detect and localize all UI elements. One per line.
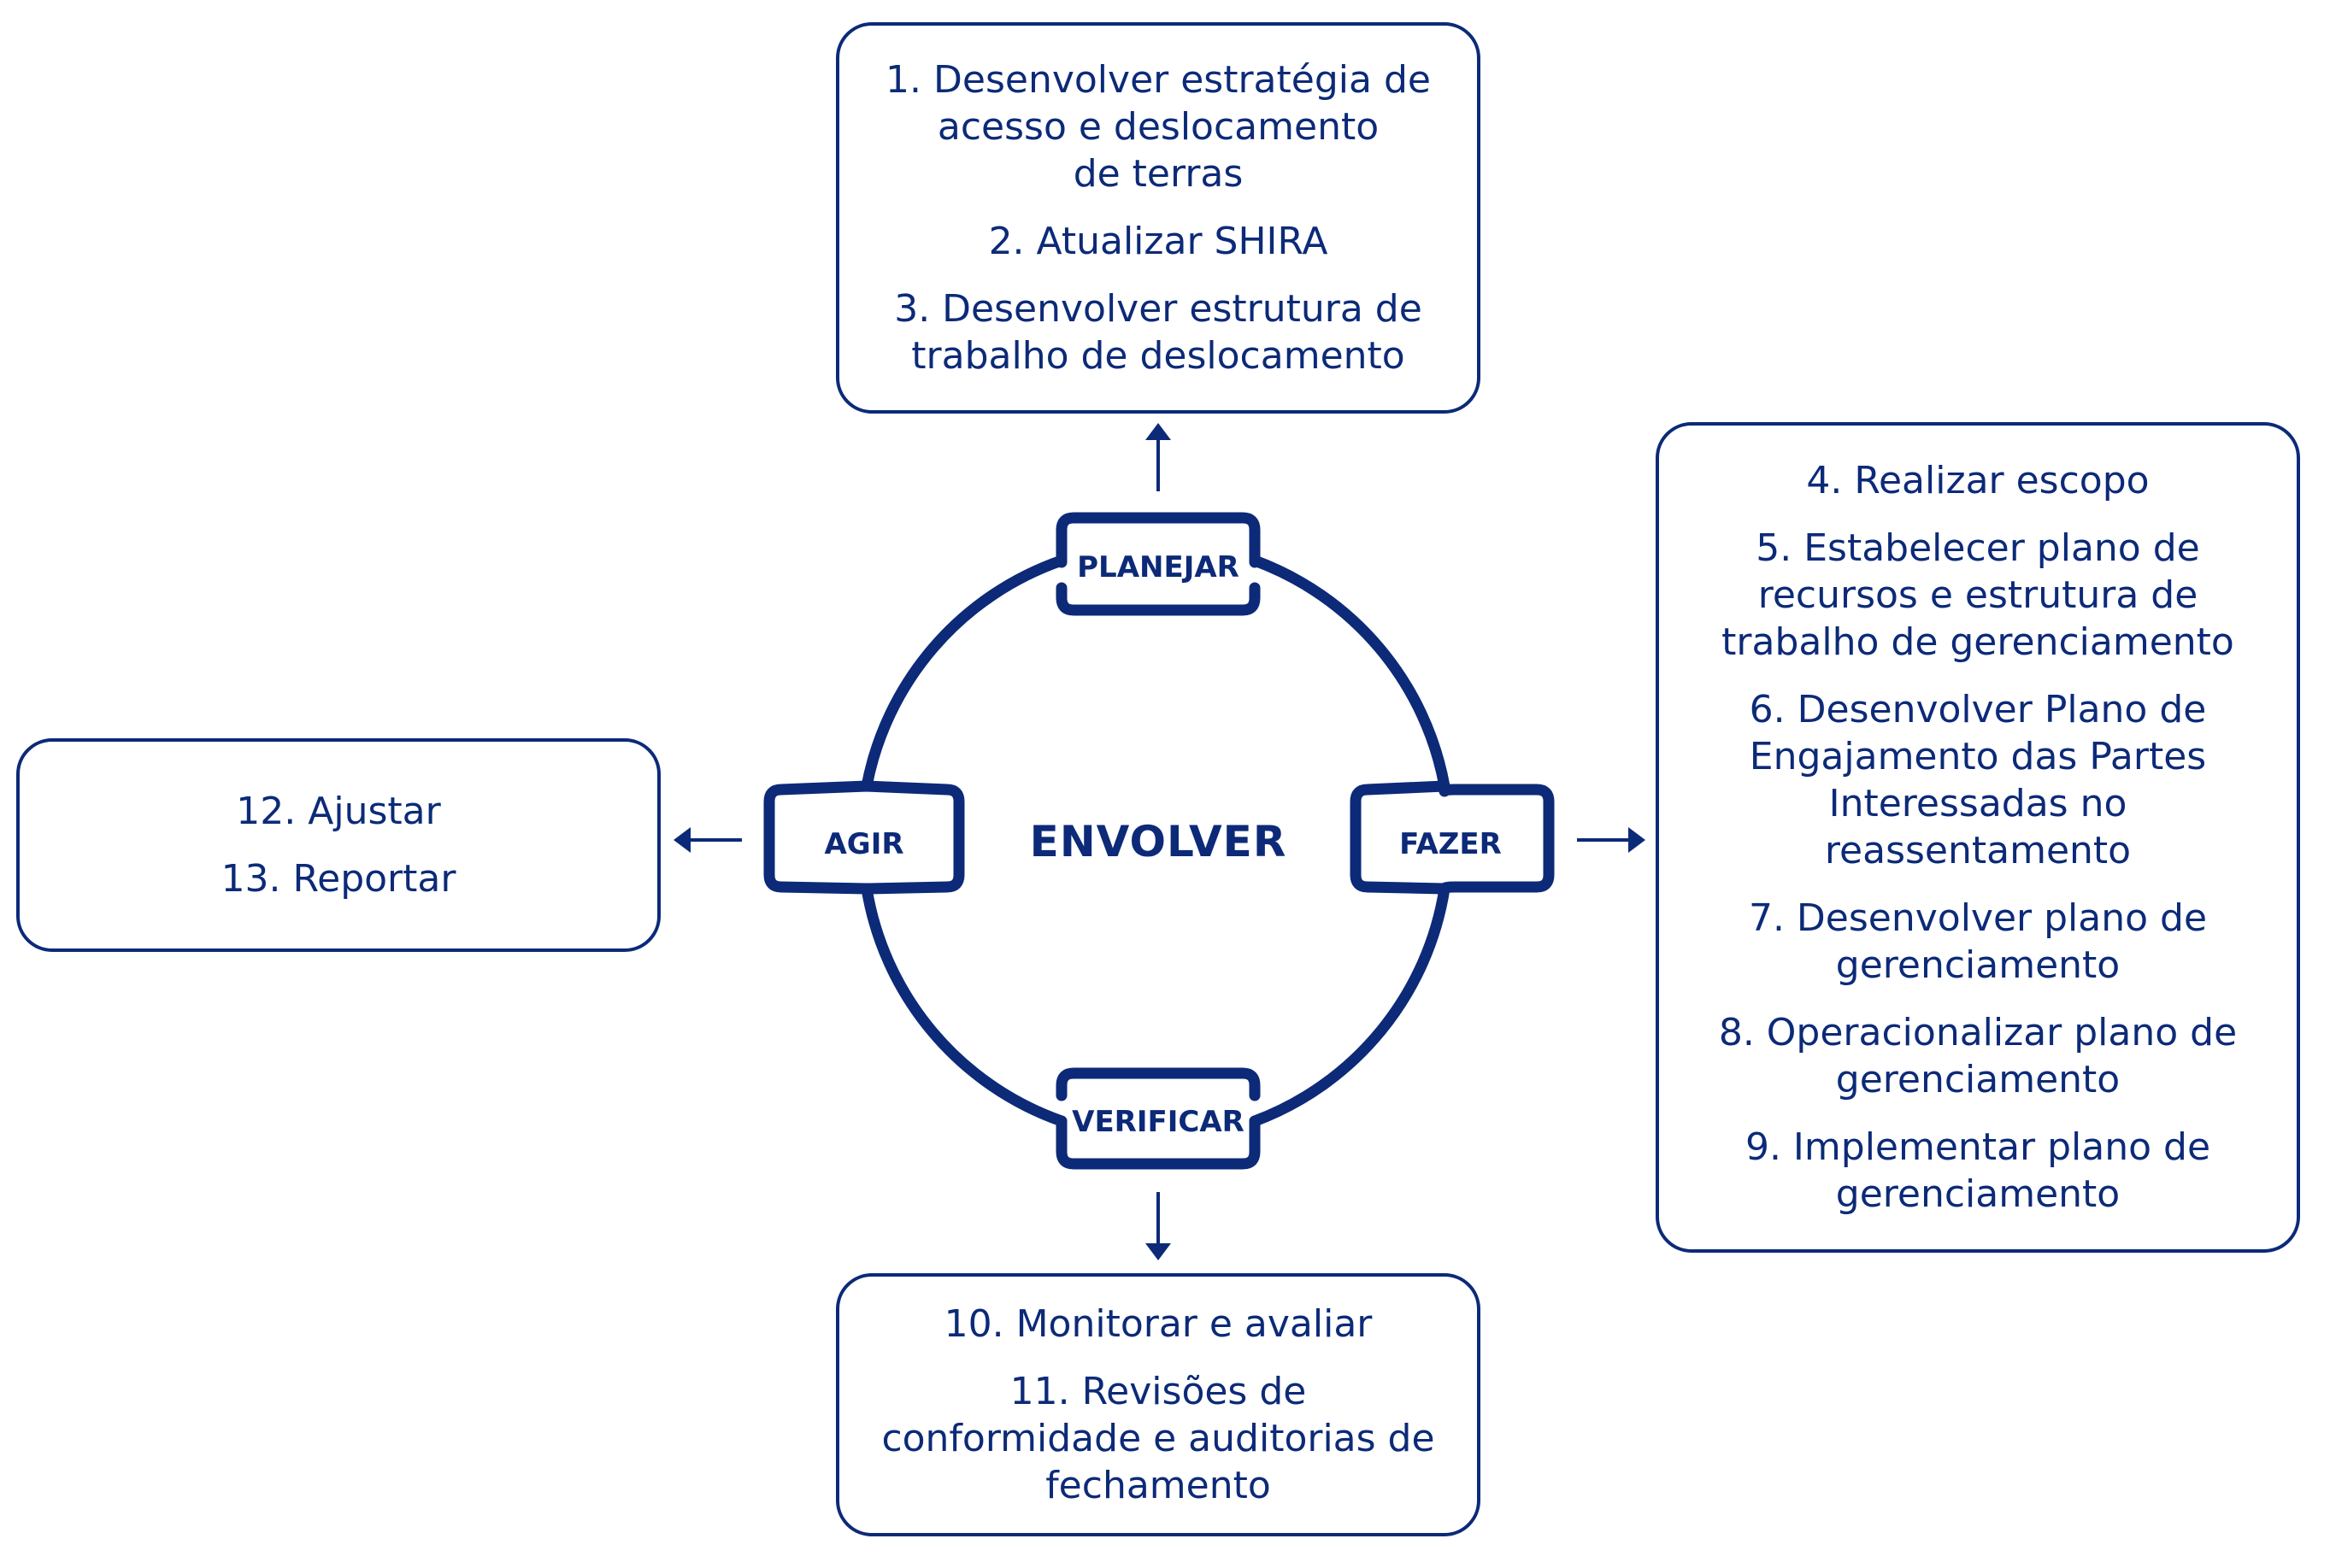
stage-label-do: FAZER <box>1399 827 1502 861</box>
act-item: 12. Ajustar <box>236 790 441 833</box>
check-box: 10. Monitorar e avaliar 11. Revisões de … <box>836 1273 1480 1536</box>
arrow-up-head <box>1145 423 1171 440</box>
do-item: 6. Desenvolver Plano de Engajamento das … <box>1749 688 2207 872</box>
do-item: 9. Implementar plano de gerenciamento <box>1745 1125 2211 1216</box>
center-label: ENVOLVER <box>1029 817 1287 866</box>
ring-arc-bottom-right <box>1249 883 1450 1127</box>
arrow-down-head <box>1145 1243 1171 1260</box>
plan-box: 1. Desenvolver estratégia de acesso e de… <box>836 22 1480 414</box>
do-item: 8. Operacionalizar plano de gerenciament… <box>1718 1011 2238 1101</box>
plan-item: 2. Atualizar SHIRA <box>988 220 1328 263</box>
act-box: 12. Ajustar 13. Reportar <box>16 738 661 952</box>
do-item: 5. Estabelecer plano de recursos e estru… <box>1721 526 2234 664</box>
arrow-right-head <box>1628 827 1645 853</box>
do-box: 4. Realizar escopo 5. Estabelecer plano … <box>1656 422 2300 1253</box>
stage-label-plan: PLANEJAR <box>1077 550 1239 584</box>
act-item: 13. Reportar <box>221 857 456 901</box>
stage-label-act: AGIR <box>824 827 904 861</box>
arrow-left-head <box>674 827 691 853</box>
do-item: 7. Desenvolver plano de gerenciamento <box>1748 896 2208 987</box>
plan-item: 1. Desenvolver estratégia de acesso e de… <box>886 58 1431 196</box>
check-item: 11. Revisões de conformidade e auditoria… <box>881 1370 1435 1507</box>
do-item: 4. Realizar escopo <box>1806 459 2150 502</box>
check-item: 10. Monitorar e avaliar <box>944 1302 1373 1346</box>
ring-arc-top-left <box>861 555 1068 792</box>
ring-arc-bottom-left <box>861 883 1068 1127</box>
stage-label-check: VERIFICAR <box>1072 1105 1244 1139</box>
plan-item: 3. Desenvolver estrutura de trabalho de … <box>894 287 1422 378</box>
ring-arc-top-right <box>1249 555 1450 792</box>
